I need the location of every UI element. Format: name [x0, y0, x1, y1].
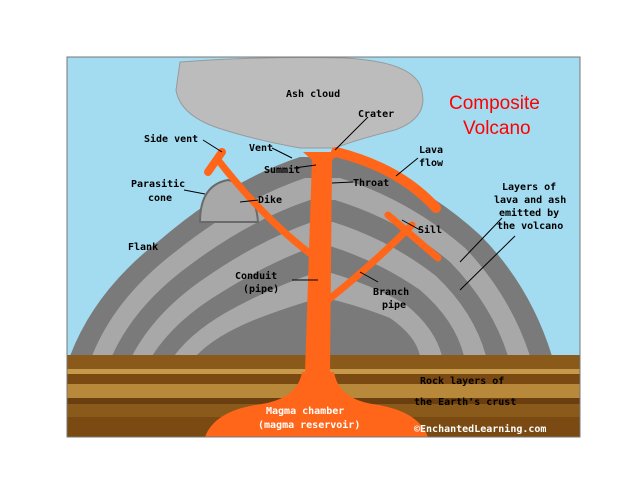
label-credit: ©EnchantedLearning.com	[414, 423, 546, 435]
label-lava-flow-1: Lava	[419, 145, 443, 156]
label-summit: Summit	[264, 164, 300, 176]
ash-cloud	[175, 57, 424, 149]
branch-pipe	[324, 221, 416, 304]
label-conduit-2: (pipe)	[243, 283, 279, 295]
title-line-2: Volcano	[463, 118, 531, 139]
label-crater: Crater	[358, 109, 394, 120]
label-magma-1: Magma chamber	[266, 406, 344, 417]
label-layers-4: the volcano	[497, 221, 563, 232]
magma-chamber	[205, 372, 428, 437]
label-throat: Throat	[353, 178, 389, 189]
conduit-pipe	[303, 152, 342, 372]
label-sill: Sill	[418, 224, 442, 236]
label-parasitic-2: cone	[148, 193, 172, 204]
label-flank: Flank	[128, 242, 158, 253]
label-conduit-1: Conduit	[235, 270, 277, 282]
title-line-1: Composite	[449, 93, 540, 114]
label-lava-flow-2: flow	[419, 158, 444, 169]
label-rock-2: the Earth's crust	[414, 397, 516, 408]
lava-flow	[331, 147, 441, 213]
dike	[214, 156, 316, 259]
label-rock-1: Rock layers of	[420, 376, 504, 387]
label-ash-cloud: Ash cloud	[286, 89, 340, 100]
label-layers-2: lava and ash	[494, 195, 566, 206]
label-branch-1: Branch	[373, 287, 409, 298]
label-magma-2: (magma reservoir)	[258, 419, 360, 431]
label-layers-1: Layers of	[502, 182, 556, 193]
label-parasitic-1: Parasitic	[131, 178, 185, 190]
pointer-lines	[183, 116, 516, 291]
label-vent: Vent	[249, 143, 273, 154]
label-dike: Dike	[258, 194, 282, 206]
label-branch-2: pipe	[382, 299, 406, 311]
sill	[384, 211, 442, 262]
side-vent	[204, 148, 226, 176]
label-side-vent: Side vent	[144, 133, 198, 145]
label-layers-3: emitted by	[499, 207, 559, 219]
